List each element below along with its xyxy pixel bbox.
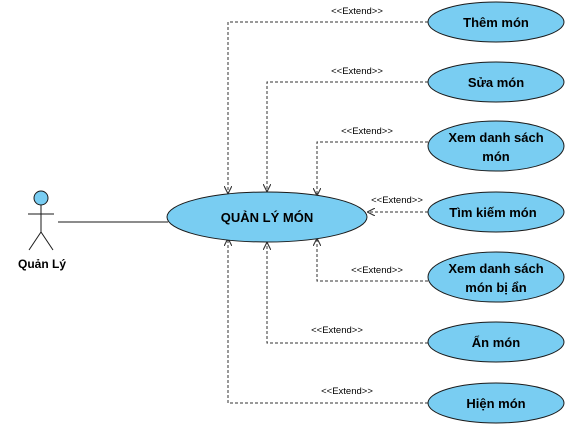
- extend-link-xem-mon-bi-an: [317, 239, 428, 282]
- use-case-ellipse: [427, 321, 565, 363]
- use-case-an-mon[interactable]: Ẩn món: [427, 321, 565, 363]
- use-case-label-line-2: món: [482, 149, 510, 164]
- extend-link-them-mon: [228, 21, 428, 193]
- use-case-hien-mon[interactable]: Hiện món: [427, 382, 565, 424]
- use-case-ellipse: [427, 382, 565, 424]
- use-case-label: Sửa món: [468, 75, 524, 90]
- use-case-label-line-1: Xem danh sách: [448, 261, 543, 276]
- actor-quan-ly[interactable]: Quản Lý: [18, 190, 66, 271]
- use-case-ellipse: [166, 191, 368, 243]
- use-case-ellipse: [427, 1, 565, 43]
- actor-left-leg: [28, 231, 42, 251]
- use-case-quan-ly-mon[interactable]: QUẢN LÝ MÓN: [166, 191, 368, 243]
- use-case-sua-mon[interactable]: Sửa món: [427, 61, 565, 103]
- actor-label: Quản Lý: [18, 257, 66, 271]
- extend-link-an-mon: [267, 243, 428, 344]
- use-case-label-line-1: Xem danh sách: [448, 130, 543, 145]
- extend-link-xem-danh-sach-mon: [317, 141, 428, 195]
- use-case-label: Thêm món: [463, 15, 529, 30]
- extend-links: [228, 21, 428, 404]
- use-case-xem-danh-sach-mon[interactable]: Xem danh sách món: [427, 120, 565, 172]
- use-case-label: Ẩn món: [472, 335, 520, 350]
- use-case-label-line-2: món bị ẩn: [465, 280, 526, 295]
- use-case-label: Hiện món: [466, 396, 525, 411]
- actor-right-leg: [40, 231, 54, 251]
- extend-labels: <<Extend>> <<Extend>> <<Extend>> <<Exten…: [311, 6, 423, 397]
- extend-label: <<Extend>>: [351, 265, 403, 276]
- use-case-them-mon[interactable]: Thêm món: [427, 1, 565, 43]
- actor-head: [33, 190, 49, 206]
- extend-label: <<Extend>>: [331, 6, 383, 17]
- use-case-label: Tìm kiếm món: [449, 205, 536, 220]
- use-case-ellipse: [427, 251, 565, 303]
- extend-label: <<Extend>>: [311, 325, 363, 336]
- use-case-tim-kiem-mon[interactable]: Tìm kiếm món: [427, 191, 565, 233]
- use-case-label: QUẢN LÝ MÓN: [221, 210, 313, 225]
- extend-label: <<Extend>>: [341, 126, 393, 137]
- use-case-ellipse: [427, 120, 565, 172]
- extend-label: <<Extend>>: [371, 195, 423, 206]
- use-case-ellipse: [427, 191, 565, 233]
- use-case-xem-mon-bi-an[interactable]: Xem danh sách món bị ẩn: [427, 251, 565, 303]
- extend-label: <<Extend>>: [321, 386, 373, 397]
- extend-link-hien-mon: [228, 239, 428, 404]
- use-case-ellipse: [427, 61, 565, 103]
- extend-link-sua-mon: [267, 81, 428, 191]
- extend-label: <<Extend>>: [331, 66, 383, 77]
